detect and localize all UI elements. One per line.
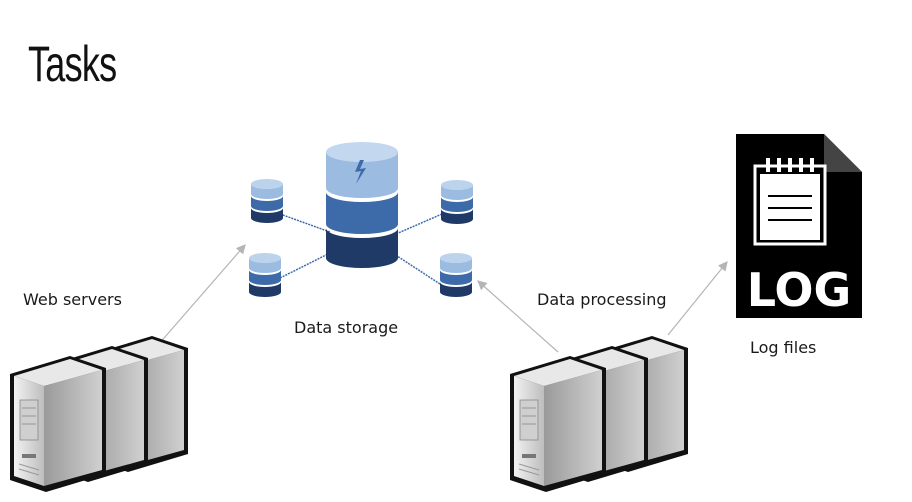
arrow-processing-to-storage [477, 280, 559, 353]
log-file-icon: LOG [736, 134, 862, 318]
web-servers-icon [9, 335, 189, 493]
database-icon [249, 253, 281, 297]
database-icon [440, 253, 472, 297]
database-icon [251, 179, 283, 223]
log-files-label: Log files [750, 338, 817, 357]
data-processing-label: Data processing [537, 290, 667, 309]
slide-title: Tasks [28, 36, 117, 92]
main-database-icon [326, 142, 398, 268]
data-storage-label: Data storage [294, 318, 399, 337]
arrow-web-to-storage [157, 244, 246, 346]
database-icon [441, 180, 473, 224]
log-file-text: LOG [747, 263, 852, 317]
data-storage-icon [249, 142, 473, 297]
web-servers-label: Web servers [23, 290, 122, 309]
processing-servers-icon [509, 335, 689, 493]
arrow-processing-to-log [667, 261, 728, 336]
